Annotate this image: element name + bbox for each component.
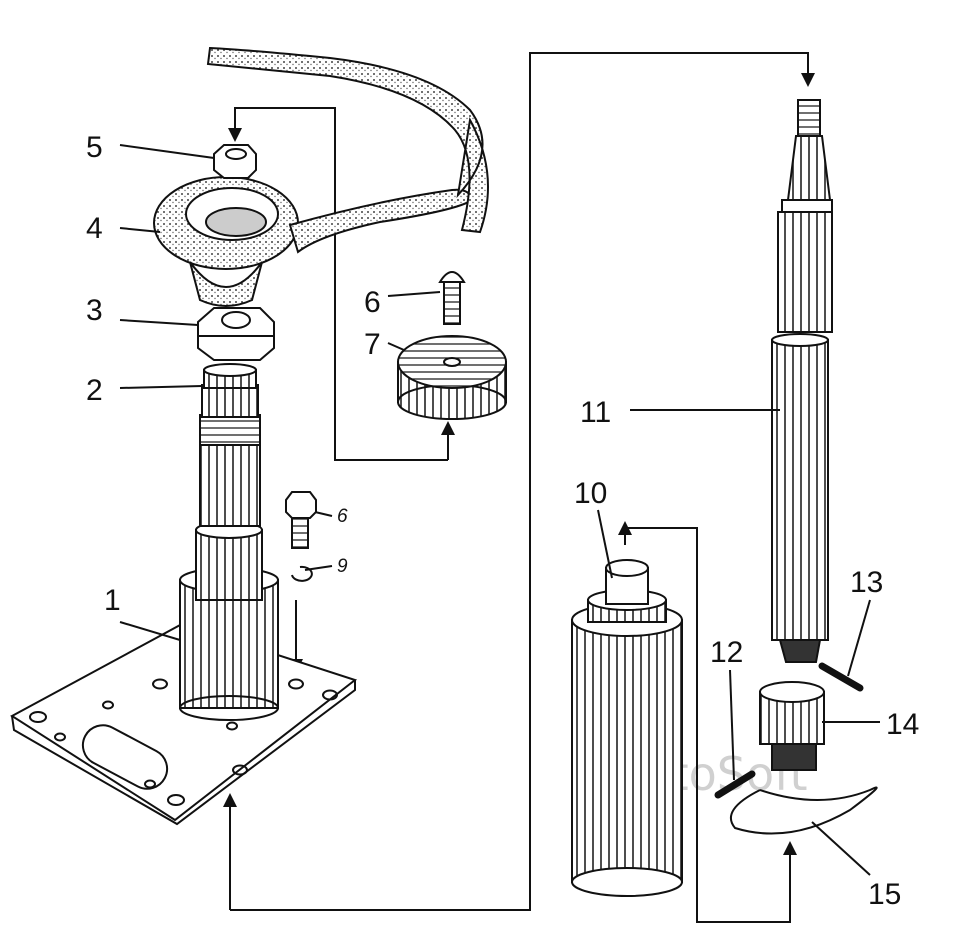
crank-handle-part: [153, 46, 489, 307]
hex-nut-part: [197, 307, 275, 361]
bolt-part-upper: [438, 271, 466, 325]
label-part-6-upper: 6: [364, 286, 381, 319]
label-part-12: 12: [710, 636, 743, 669]
label-part-15: 15: [868, 878, 901, 911]
spindle-column-part: [179, 363, 279, 721]
wire-ring-part: [729, 786, 878, 835]
label-part-9: 9: [337, 556, 348, 577]
label-part-3: 3: [86, 294, 103, 327]
label-part-5: 5: [86, 131, 103, 164]
pin-part-12: [714, 770, 756, 799]
label-part-14: 14: [886, 708, 919, 741]
label-part-13: 13: [850, 566, 883, 599]
bolt-part-lower: [285, 491, 317, 549]
label-part-7: 7: [364, 328, 381, 361]
coupling-part: [759, 681, 825, 771]
split-washer-part: [291, 565, 313, 582]
long-shaft-part: [771, 99, 833, 663]
top-nut-part: [213, 144, 257, 179]
part-labels: 1 2 3 4 5 6 7 6 9 10 11 12 13 14 15: [86, 131, 919, 911]
pin-part-13: [818, 662, 864, 692]
leader-lines: [119, 144, 880, 876]
flow-arrows: [223, 52, 815, 923]
label-part-6-lower: 6: [337, 506, 348, 527]
label-part-10: 10: [574, 477, 607, 510]
weight-disc-part: [397, 335, 507, 420]
label-part-11: 11: [580, 396, 611, 429]
container-part: [571, 559, 683, 897]
label-part-4: 4: [86, 212, 103, 245]
label-part-2: 2: [86, 374, 103, 407]
label-part-1: 1: [104, 584, 121, 617]
